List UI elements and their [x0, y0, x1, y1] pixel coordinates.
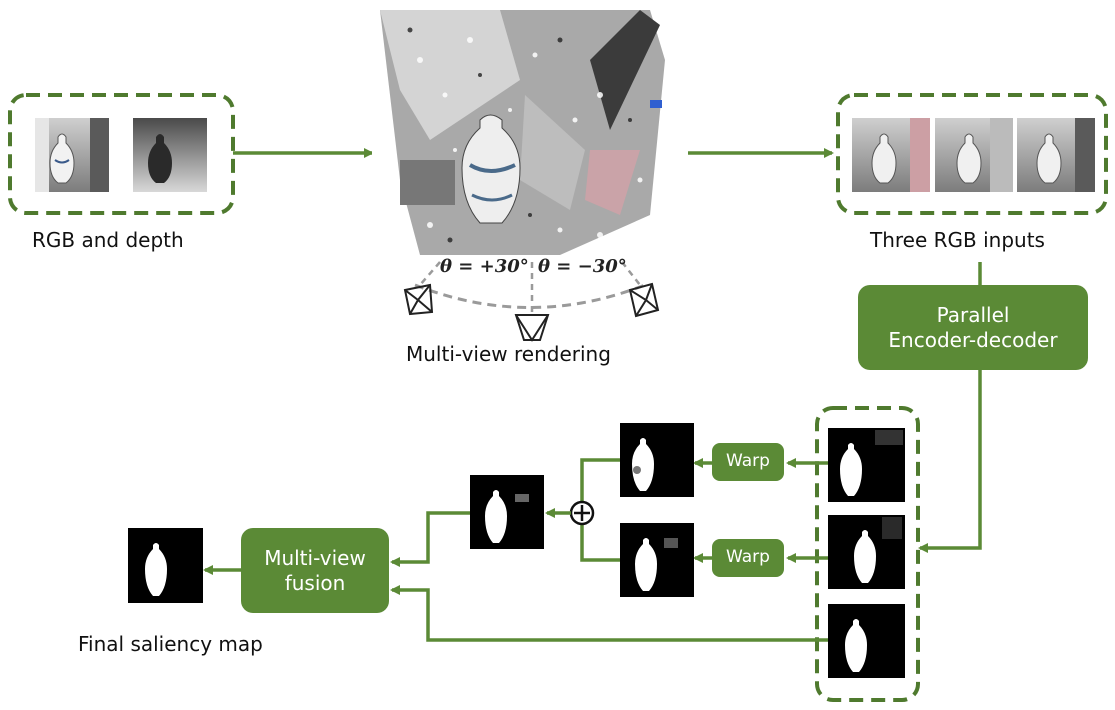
arrow-map3-to-fusion: [390, 585, 828, 642]
camera-line-left: [419, 261, 441, 286]
rgb-depth-label: RGB and depth: [32, 228, 184, 252]
final-saliency-image: [128, 528, 203, 603]
point-cloud-image: [372, 5, 687, 255]
final-saliency-label: Final saliency map: [78, 632, 263, 656]
warp-label-2: Warp: [726, 547, 770, 568]
multi-view-fusion-box: Multi-view fusion: [241, 528, 389, 613]
warp-box-1: Warp: [712, 443, 784, 481]
arrow-sum-to-fusion: [390, 511, 470, 567]
camera-icon-left: [403, 283, 434, 316]
multi-view-label: Multi-view rendering: [406, 342, 611, 366]
fusion-line2: fusion: [284, 570, 346, 595]
three-rgb-label: Three RGB inputs: [870, 228, 1045, 252]
parallel-line1: Parallel: [936, 302, 1010, 327]
saliency-group: [815, 406, 920, 702]
warp-box-2: Warp: [712, 539, 784, 577]
rgb-input-3: [1017, 118, 1095, 192]
depth-image: [133, 118, 207, 192]
arrow-parallel-to-saliency: [918, 370, 982, 553]
saliency-map-2: [828, 515, 905, 589]
parallel-encoder-decoder-box: Parallel Encoder-decoder: [858, 285, 1088, 370]
warp-label-1: Warp: [726, 451, 770, 472]
warped-map-2: [620, 523, 694, 597]
line-warped2-to-plus: [580, 524, 620, 562]
rgb-input-2: [935, 118, 1013, 192]
camera-arc: [414, 283, 646, 309]
warped-map-1: [620, 423, 694, 497]
rgb-image: [35, 118, 109, 192]
line-warped1-to-plus: [580, 458, 620, 502]
camera-line-right: [621, 261, 641, 286]
summed-map: [470, 475, 544, 549]
camera-icon-right: [628, 282, 660, 318]
angle-left-label: θ = +30°: [440, 256, 529, 277]
parallel-line2: Encoder-decoder: [888, 327, 1058, 352]
camera-icon-center: [514, 314, 550, 342]
saliency-map-1: [828, 428, 905, 502]
plus-icon: [569, 500, 595, 526]
fusion-line1: Multi-view: [264, 545, 366, 570]
rgb-depth-group: [8, 93, 235, 215]
angle-right-label: θ = −30°: [538, 256, 627, 277]
three-rgb-group: [836, 93, 1108, 215]
saliency-map-3: [828, 604, 905, 678]
rgb-input-1: [852, 118, 930, 192]
